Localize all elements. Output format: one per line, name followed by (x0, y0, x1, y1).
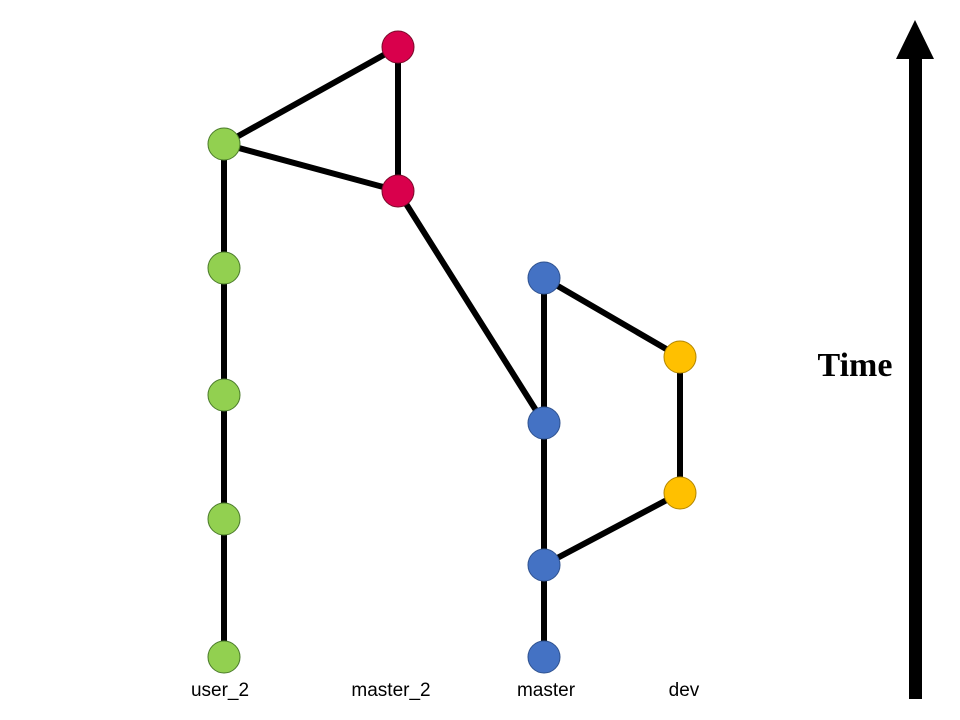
master2-commits (381, 30, 415, 208)
commit-node (527, 406, 561, 440)
commit-node (527, 640, 561, 674)
edge-master-to-dev-bottom (541, 490, 683, 568)
branch-label-dev: dev (669, 680, 700, 701)
branch-label-user2: user_2 (191, 680, 249, 701)
commit-node (207, 127, 241, 161)
user2-commits (207, 127, 241, 674)
commit-node (381, 174, 415, 208)
commit-node (207, 378, 241, 412)
edge-user2-to-master2-top (221, 44, 401, 147)
edge-user2-to-master2-lower (221, 141, 401, 194)
commit-node (207, 640, 241, 674)
edges (221, 44, 683, 660)
branch-label-master: master (517, 680, 576, 701)
commit-node (527, 261, 561, 295)
commit-node (381, 30, 415, 64)
edge-master2-to-master (395, 188, 547, 426)
commit-node (527, 548, 561, 582)
time-arrow-shaft (909, 56, 922, 699)
time-arrow (896, 20, 934, 699)
commit-node (663, 340, 697, 374)
time-label: Time (818, 347, 893, 384)
commit-node (207, 502, 241, 536)
edge-dev-to-master-top (541, 275, 683, 360)
commit-node (207, 251, 241, 285)
master-commits (527, 261, 561, 674)
time-arrow-head (896, 20, 934, 59)
commit-node (663, 476, 697, 510)
dev-commits (663, 340, 697, 510)
branch-label-master2: master_2 (351, 680, 430, 701)
